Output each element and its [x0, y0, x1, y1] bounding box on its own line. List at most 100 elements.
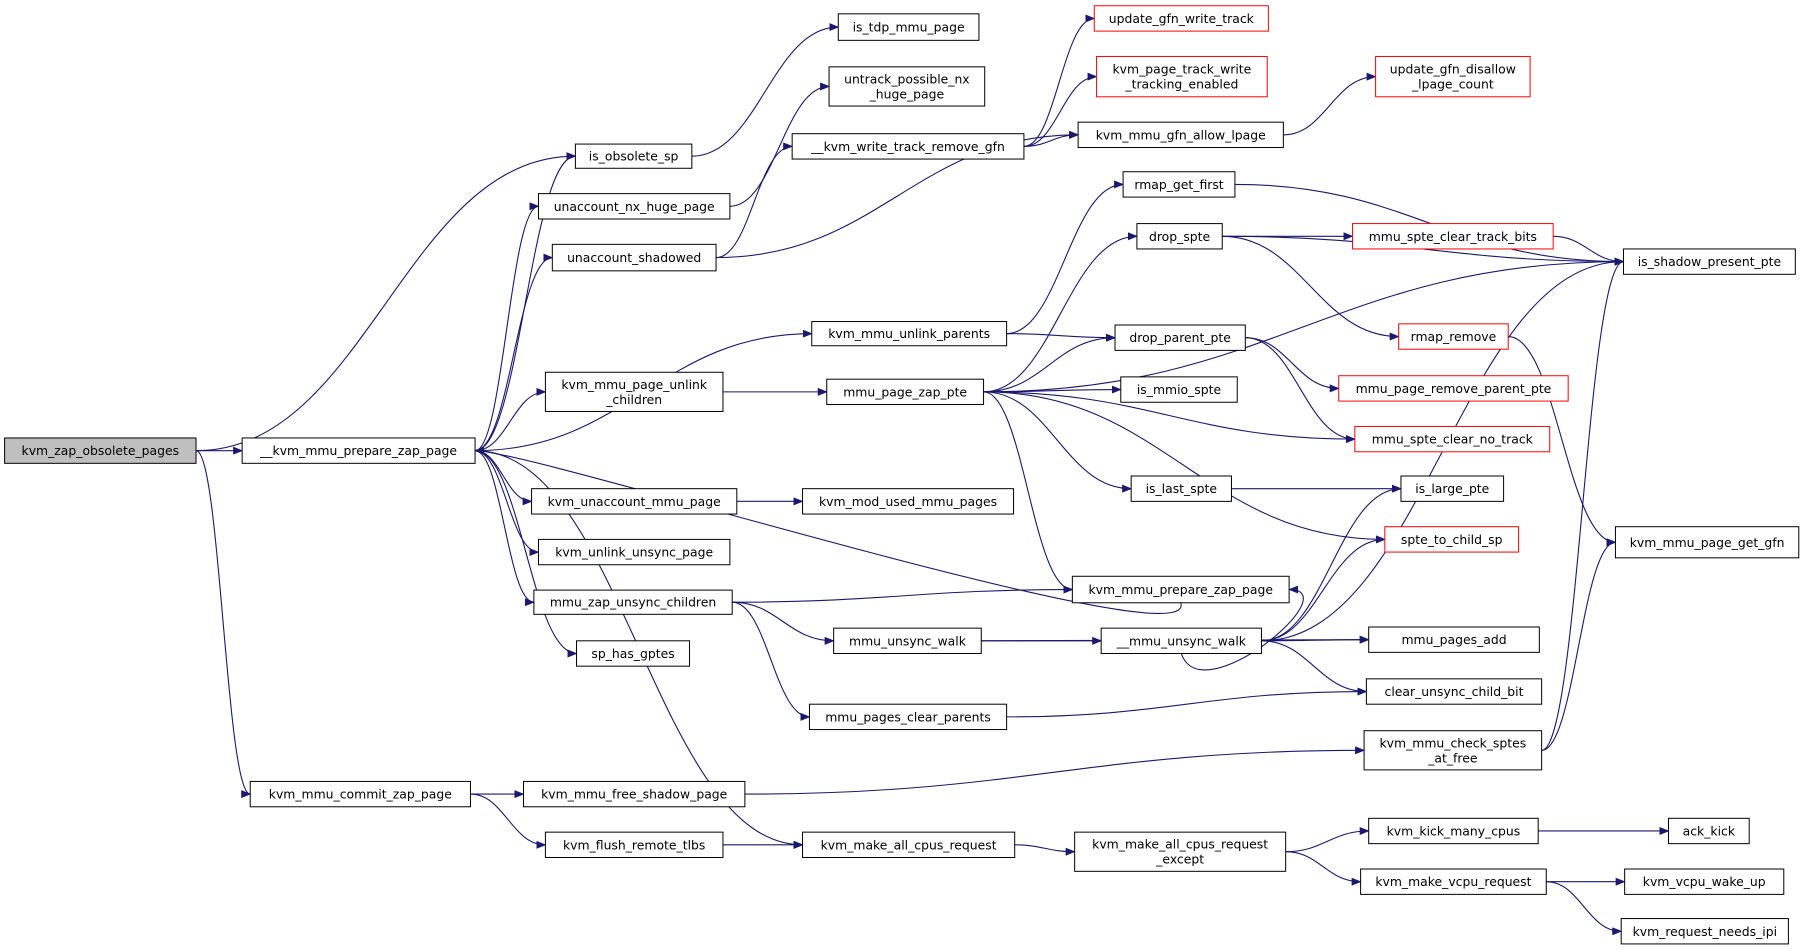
node-spte_to_child_sp[interactable]: spte_to_child_sp: [1384, 526, 1520, 553]
node-label: mmu_page_zap_pte: [843, 384, 967, 399]
node-vcpu_wake_up[interactable]: kvm_vcpu_wake_up: [1624, 868, 1785, 895]
node-label: is_large_pte: [1415, 481, 1489, 496]
node-mmu_pages_add[interactable]: mmu_pages_add: [1368, 626, 1540, 653]
node-box: [544, 831, 724, 858]
node-__unsync_walk[interactable]: __mmu_unsync_walk: [1100, 627, 1262, 654]
edge-page_zap_pte-to-kvm_prepare_zap: [983, 391, 1074, 594]
node-page_track_write_enabled[interactable]: kvm_page_track_write_tracking_enabled: [1096, 55, 1268, 98]
node-zap_unsync_children[interactable]: mmu_zap_unsync_children: [533, 589, 733, 615]
node-box: [791, 133, 1025, 160]
edge-__unsync_walk-to-spte_to_child_sp: [1261, 535, 1386, 642]
node-unlink_unsync_page[interactable]: kvm_unlink_unsync_page: [537, 538, 731, 566]
node-make_vcpu_request[interactable]: kvm_make_vcpu_request: [1360, 868, 1547, 895]
node-gfn_allow_lpage[interactable]: kvm_mmu_gfn_allow_lpage: [1077, 121, 1284, 149]
node-label: __kvm_write_track_remove_gfn: [810, 139, 1005, 154]
node-update_gfn_write_track[interactable]: update_gfn_write_track: [1093, 5, 1269, 32]
node-is_mmio_spte[interactable]: is_mmio_spte: [1120, 376, 1238, 403]
node-free_shadow_page[interactable]: kvm_mmu_free_shadow_page: [522, 780, 746, 808]
node-clear_track_bits[interactable]: mmu_spte_clear_track_bits: [1352, 223, 1554, 250]
node-box: [1368, 626, 1540, 653]
node-label: kvm_mmu_unlink_parents: [828, 326, 990, 341]
node-is_last_spte[interactable]: is_last_spte: [1130, 475, 1232, 502]
node-label: kvm_zap_obsolete_pages: [22, 443, 180, 458]
edge-prepare_zap-to-unaccount_shadowed: [474, 253, 554, 452]
node-all_cpus_request_except[interactable]: kvm_make_all_cpus_request_except: [1074, 831, 1287, 872]
node-box: [1667, 817, 1750, 845]
node-box: [1360, 868, 1547, 895]
node-prepare_zap[interactable]: __kvm_mmu_prepare_zap_page: [241, 437, 476, 464]
node-unaccount_shadowed[interactable]: unaccount_shadowed: [551, 243, 717, 272]
node-untrack_nx[interactable]: untrack_possible_nx_huge_page: [828, 66, 986, 107]
node-label: is_tdp_mmu_page: [853, 20, 965, 35]
node-unsync_walk[interactable]: mmu_unsync_walk: [833, 627, 982, 654]
node-all_cpus_request[interactable]: kvm_make_all_cpus_request: [802, 831, 1016, 858]
node-is_large_pte[interactable]: is_large_pte: [1400, 475, 1505, 502]
node-label: kvm_request_needs_ipi: [1633, 924, 1777, 939]
node-pages_clear_parents[interactable]: mmu_pages_clear_parents: [808, 703, 1008, 731]
edge-prepare_zap-to-sp_has_gptes: [475, 450, 578, 658]
node-flush_remote_tlbs[interactable]: kvm_flush_remote_tlbs: [544, 831, 724, 858]
edge-all_cpus_request_except-to-make_vcpu_request: [1285, 851, 1362, 886]
edge-kvm_prepare_zap-to-prepare_zap: [474, 446, 1182, 614]
node-rmap_get_first[interactable]: rmap_get_first: [1122, 171, 1236, 198]
node-is_obsolete_sp[interactable]: is_obsolete_sp: [574, 143, 693, 169]
node-box: [1077, 121, 1284, 149]
node-label: kvm_kick_many_cpus: [1387, 823, 1521, 838]
node-label: kvm_unlink_unsync_page: [555, 545, 713, 560]
node-clear_unsync_child_bit[interactable]: clear_unsync_child_bit: [1365, 678, 1543, 705]
edge-prepare_zap-to-unaccount_nx: [474, 202, 540, 452]
node-box: [1120, 376, 1238, 403]
node-box: [1071, 575, 1290, 604]
node-clear_no_track[interactable]: mmu_spte_clear_no_track: [1354, 425, 1551, 453]
node-unaccount_nx[interactable]: unaccount_nx_huge_page: [537, 193, 731, 220]
node-unaccount_mmu_page[interactable]: kvm_unaccount_mmu_page: [531, 488, 738, 515]
edge-prepare_zap-to-zap_unsync_children: [474, 450, 535, 607]
node-label: kvm_mmu_page_unlink: [561, 377, 708, 392]
node-check_sptes_at_free[interactable]: kvm_mmu_check_sptes_at_free: [1363, 730, 1543, 771]
node-request_needs_ipi[interactable]: kvm_request_needs_ipi: [1620, 918, 1789, 945]
node-unlink_parents[interactable]: kvm_mmu_unlink_parents: [811, 321, 1008, 347]
node-box: [544, 371, 724, 412]
node-label: is_last_spte: [1146, 481, 1217, 496]
node-box: [241, 437, 476, 464]
node-remove_parent_pte[interactable]: mmu_page_remove_parent_pte: [1338, 375, 1569, 402]
node-commit_zap[interactable]: kvm_mmu_commit_zap_page: [249, 780, 471, 808]
node-label: _tracking_enabled: [1124, 77, 1238, 92]
node-drop_spte[interactable]: drop_spte: [1136, 223, 1223, 250]
node-is_shadow_present_pte[interactable]: is_shadow_present_pte: [1623, 248, 1796, 275]
node-root[interactable]: kvm_zap_obsolete_pages: [4, 437, 197, 464]
node-box: [537, 538, 731, 566]
node-label: update_gfn_disallow: [1390, 62, 1516, 77]
node-label: kvm_make_vcpu_request: [1375, 874, 1531, 889]
node-box: [1096, 55, 1268, 98]
node-box: [828, 66, 986, 107]
node-update_gfn_disallow[interactable]: update_gfn_disallow_lpage_count: [1375, 55, 1531, 98]
node-box: [1614, 526, 1800, 559]
node-kick_many_cpus[interactable]: kvm_kick_many_cpus: [1368, 817, 1539, 845]
node-box: [1368, 817, 1539, 845]
edge-zap_unsync_children-to-unsync_walk: [732, 601, 835, 645]
node-box: [811, 321, 1008, 347]
node-box: [826, 378, 985, 406]
node-write_track_remove[interactable]: __kvm_write_track_remove_gfn: [791, 133, 1025, 160]
node-page_unlink_children[interactable]: kvm_mmu_page_unlink_children: [544, 371, 724, 412]
node-box: [1074, 831, 1287, 872]
node-kvm_prepare_zap[interactable]: kvm_mmu_prepare_zap_page: [1071, 575, 1290, 604]
node-label: kvm_mmu_gfn_allow_lpage: [1096, 127, 1266, 142]
node-box: [533, 589, 733, 615]
node-mod_used_mmu_pages[interactable]: kvm_mod_used_mmu_pages: [802, 488, 1015, 515]
edge-is_obsolete_sp-to-is_tdp_mmu_page: [691, 23, 840, 157]
node-sp_has_gptes[interactable]: sp_has_gptes: [576, 640, 691, 667]
node-drop_parent_pte[interactable]: drop_parent_pte: [1114, 324, 1246, 351]
node-page_zap_pte[interactable]: mmu_page_zap_pte: [826, 378, 985, 406]
node-label: drop_parent_pte: [1129, 330, 1230, 345]
node-rmap_remove[interactable]: rmap_remove: [1398, 323, 1509, 350]
edge-pages_clear_parents-to-clear_unsync_child_bit: [1006, 687, 1368, 718]
edge-write_track_remove-to-update_gfn_write_track: [1023, 14, 1096, 147]
node-ack_kick[interactable]: ack_kick: [1667, 817, 1750, 845]
node-label: mmu_spte_clear_no_track: [1372, 432, 1534, 447]
node-is_tdp_mmu_page[interactable]: is_tdp_mmu_page: [837, 13, 980, 41]
node-page_get_gfn[interactable]: kvm_mmu_page_get_gfn: [1614, 526, 1800, 559]
edge-drop_parent_pte-to-clear_no_track: [1245, 337, 1356, 444]
